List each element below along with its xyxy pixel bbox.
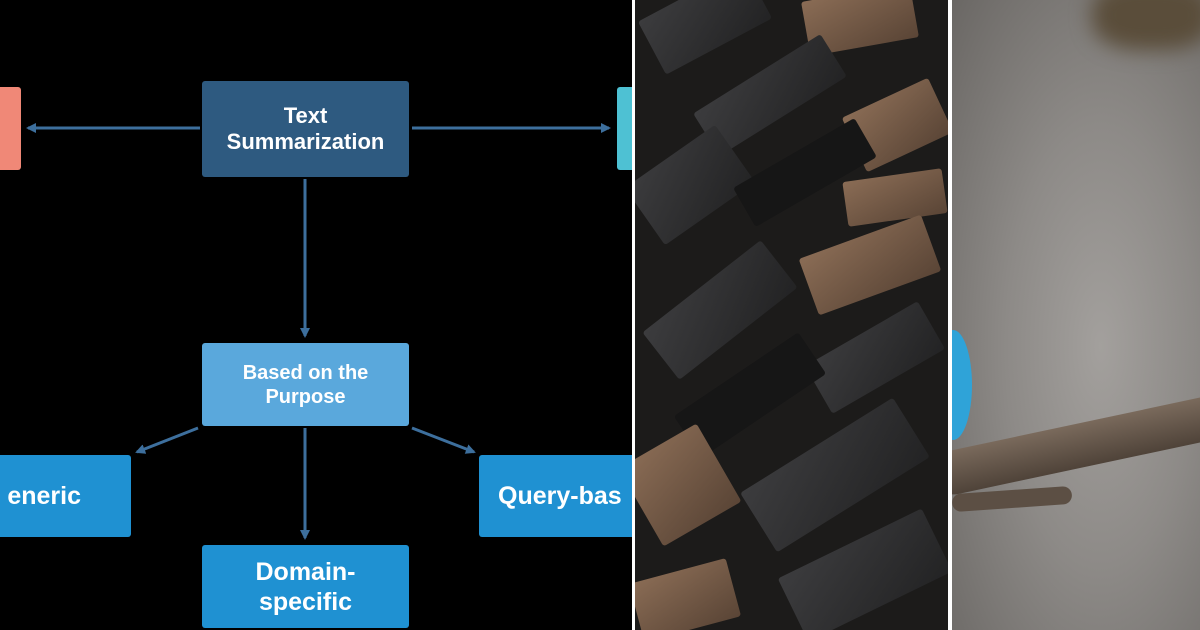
- diagram-arrows: [26, 123, 611, 540]
- arrow-middle-to-right-leaf: [411, 426, 476, 454]
- right-cut-node: [617, 87, 632, 170]
- diagram-panel: Text Summarization Based on the Purpose …: [0, 0, 632, 630]
- based-on-purpose-node: Based on the Purpose: [202, 343, 409, 426]
- query-based-node: Query-bas: [479, 455, 632, 537]
- domain-specific-node: Domain- specific: [202, 545, 409, 628]
- branch-photo: [952, 0, 1200, 630]
- blue-object: [952, 330, 972, 440]
- letterpress-photo: [635, 0, 948, 630]
- text-summarization-node: Text Summarization: [202, 81, 409, 177]
- generic-node: eneric: [0, 455, 131, 537]
- arrow-middle-to-left-leaf: [135, 426, 199, 454]
- left-cut-node: [0, 87, 21, 170]
